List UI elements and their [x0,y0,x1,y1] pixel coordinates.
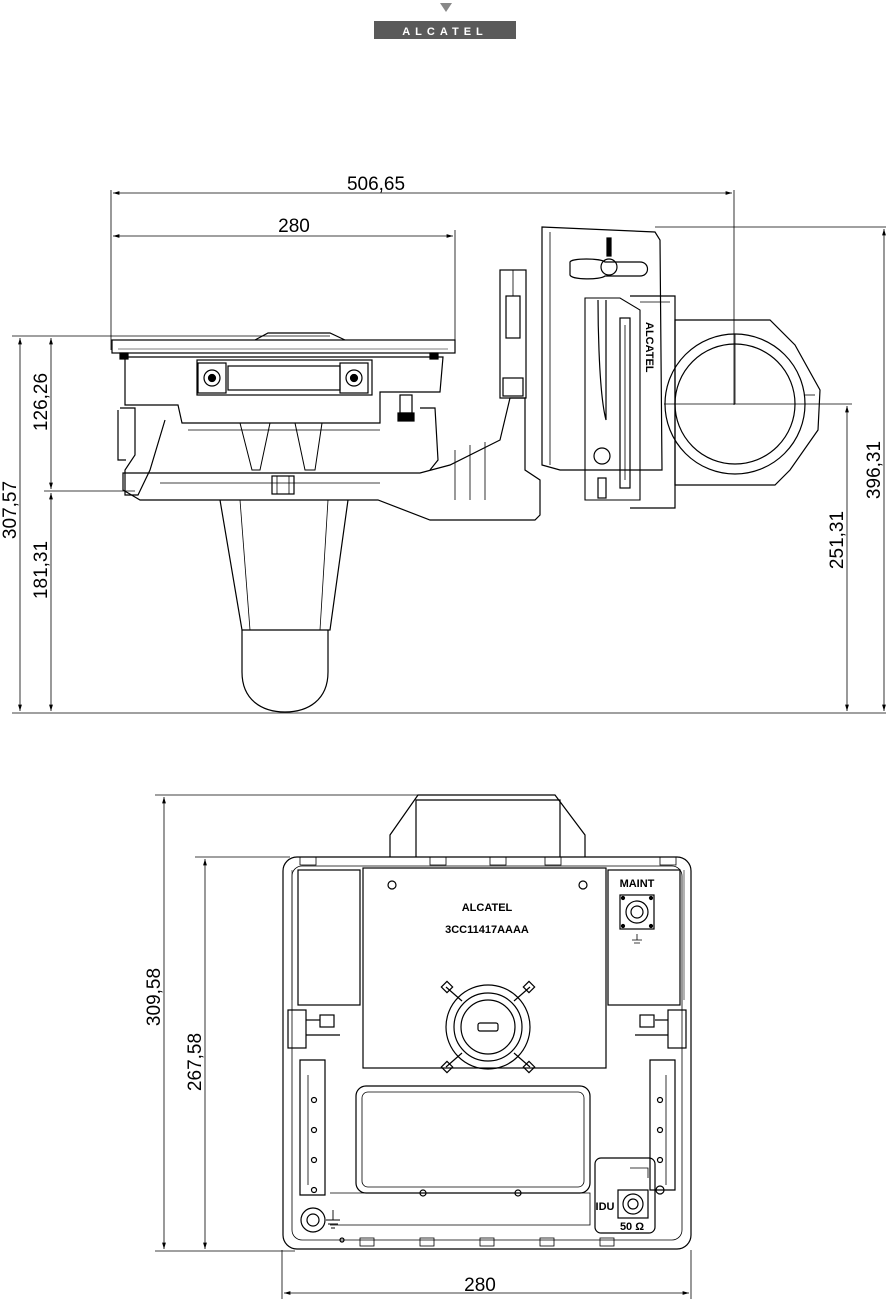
front-latch-left [288,1010,340,1048]
dim-front-overall-height-label: 309,58 [144,968,165,1026]
waveguide-port [441,981,534,1072]
dim-axis-height-label: 251,31 [827,511,848,569]
side-pole-clamp [664,320,820,485]
dim-right-verticals [655,227,886,711]
dim-width-label: 280 [278,216,310,237]
dim-width [113,230,455,345]
front-part-number: 3CC11417AAAA [445,924,529,936]
front-view: 309,58 267,58 280 [144,795,691,1299]
front-rail-left [300,1060,325,1195]
side-housing [125,357,443,470]
idu-label: IDU [596,1201,615,1213]
front-latch-right [635,1010,686,1048]
side-arm [123,398,540,520]
front-recess [330,1086,590,1225]
alcatel-logo: ALCATEL [374,3,516,39]
front-handle [390,795,585,857]
ground-icon [632,934,642,943]
front-brand-label: ALCATEL [462,902,513,914]
side-view: 506,65 280 307,57 126,26 181,31 396,31 2… [0,174,886,713]
dim-front-heights [155,795,418,1251]
side-cone [220,500,348,712]
maint-connector [620,895,654,943]
dim-total-width-label: 506,65 [347,174,405,195]
dim-upper-height-label: 126,26 [31,373,52,431]
logo-text: ALCATEL [402,26,488,38]
front-label-plate [363,868,606,1068]
dim-total-height-label: 307,57 [0,481,21,539]
dim-lower-height-label: 181,31 [31,541,52,599]
side-left-bracket [118,408,438,495]
dim-left-verticals [12,336,886,713]
logo-triangle-icon [440,3,452,12]
dim-front-width-label: 280 [464,1275,496,1296]
side-post [500,270,526,398]
dim-front-body-height-label: 267,58 [185,1033,206,1091]
impedance-label: 50 Ω [620,1221,644,1233]
front-rail-right [650,1060,675,1190]
dim-mount-height-label: 396,31 [864,441,885,499]
maint-label: MAINT [620,878,655,890]
side-top-plate [112,333,455,359]
side-bracket-label: ALCATEL [643,322,655,373]
